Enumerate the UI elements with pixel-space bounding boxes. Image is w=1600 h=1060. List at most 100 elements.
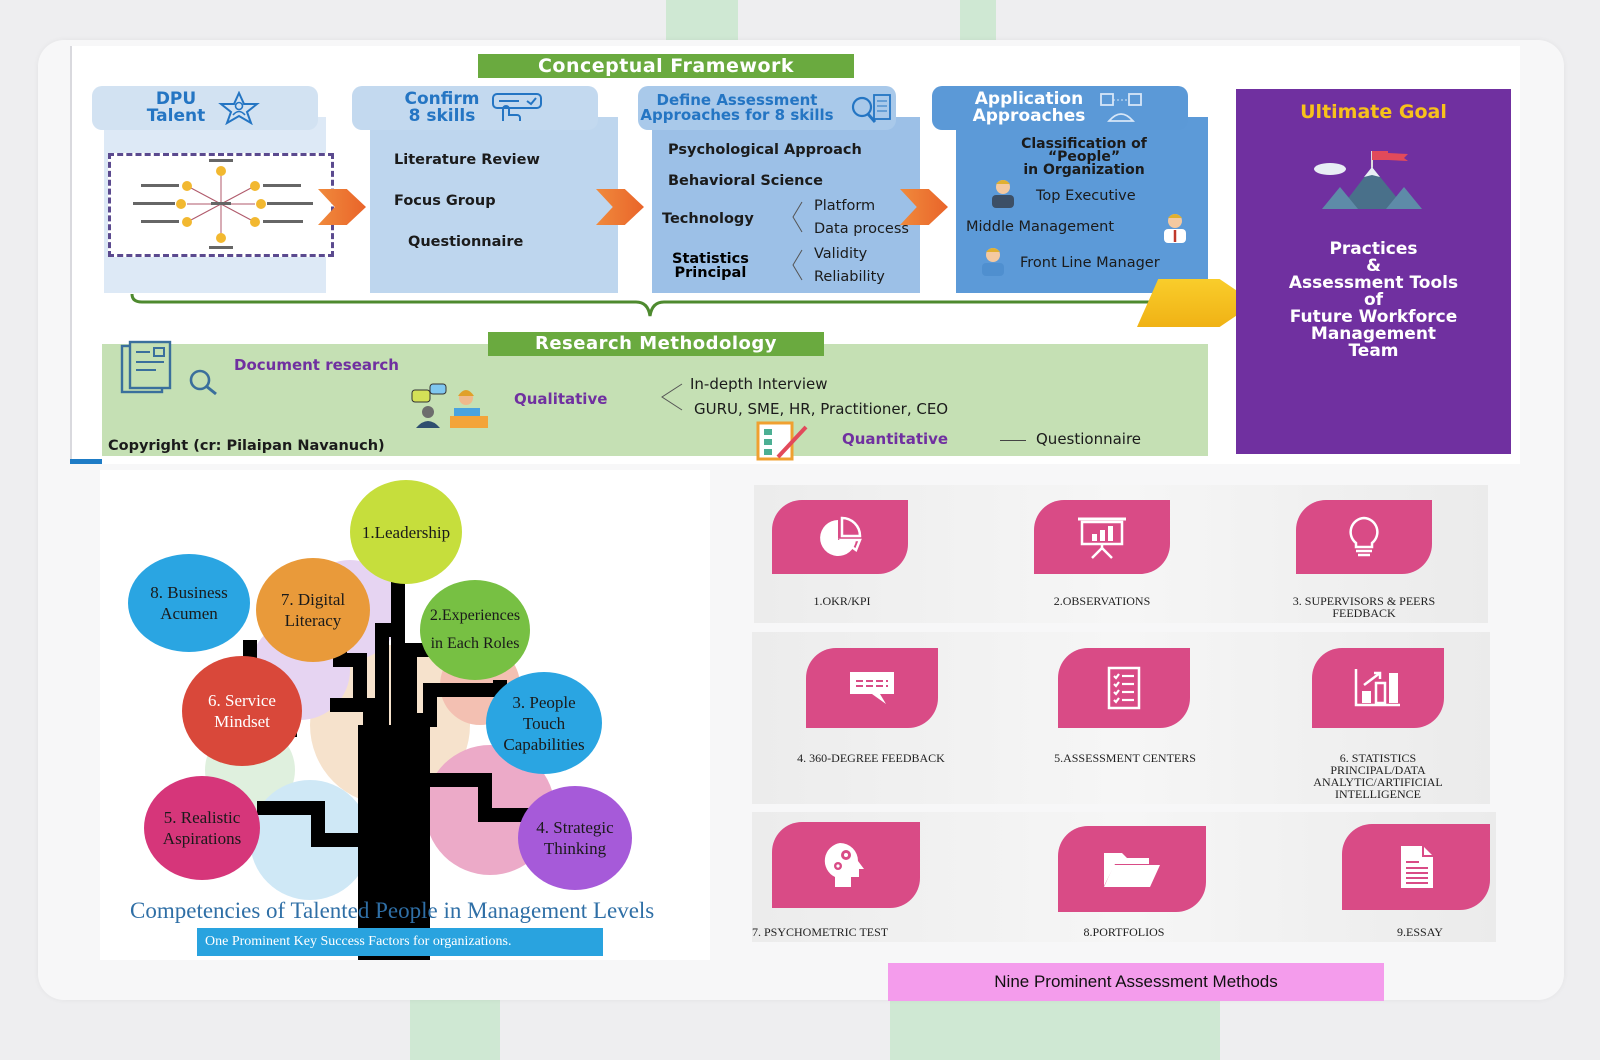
- competency-label: 8. Business: [150, 583, 228, 602]
- background-decoration: [410, 1000, 500, 1060]
- mountain-flag-icon: [1314, 151, 1422, 209]
- quantitative-label: Quantitative: [842, 430, 949, 448]
- competency-label: in Each Roles: [430, 635, 520, 652]
- competency-label: 5. Realistic: [163, 808, 241, 827]
- connector-line: [1000, 440, 1026, 441]
- research-methodology-panel: [102, 344, 1208, 456]
- define-assessment-column: [652, 117, 920, 293]
- header-line: Confirm: [404, 89, 480, 109]
- level-top-executive: Top Executive: [1036, 188, 1136, 204]
- quantitative-questionnaire: Questionnaire: [1036, 430, 1142, 448]
- classification-line: “People”: [1047, 149, 1121, 165]
- competency-label: 3. People: [512, 692, 576, 712]
- method-label: 2.OBSERVATIONS: [1053, 594, 1151, 608]
- method-assessment-centers: [1058, 648, 1190, 728]
- qualitative-interview: In-depth Interview: [690, 375, 828, 393]
- brace-connector: [130, 293, 1170, 317]
- method-label: 8.PORTFOLIOS: [1083, 925, 1165, 939]
- competency-label: 1.Leadership: [361, 522, 451, 542]
- statistics-reliability: Reliability: [814, 269, 885, 285]
- competency-label: Literacy: [284, 611, 342, 630]
- competency-label: 7. Digital: [280, 590, 346, 609]
- method-observations: [1034, 500, 1170, 574]
- method-psychometric-test: [772, 822, 920, 908]
- competency-label: 4. Strategic: [536, 818, 614, 837]
- method-label: 5.ASSESSMENT CENTERS: [1054, 751, 1196, 765]
- qualitative-label: Qualitative: [514, 390, 608, 408]
- competency-label: Aspirations: [162, 829, 242, 848]
- method-label: 4. 360-DEGREE FEEDBACK: [797, 751, 945, 765]
- method-label: 9.ESSAY: [1397, 925, 1443, 939]
- method-label-line: PRINCIPAL/DATA: [1330, 763, 1426, 777]
- background-decoration: [890, 1000, 1220, 1060]
- method-label: 6. STATISTICS PRINCIPAL/DATA ANALYTIC/AR…: [1266, 752, 1490, 800]
- method-portfolios: [1058, 826, 1206, 912]
- confirm-skills-column: [370, 117, 618, 293]
- header-line: Approaches: [972, 106, 1086, 126]
- technology-platform: Platform: [814, 198, 876, 214]
- competency-label: 2.Experiences: [429, 607, 521, 624]
- method-literature-review: Literature Review: [394, 152, 540, 168]
- head-gears-icon: [824, 843, 864, 887]
- method-label-line: 6. STATISTICS: [1339, 751, 1417, 765]
- competency-leadership: 1.Leadership: [350, 480, 462, 584]
- statistics-validity: Validity: [814, 246, 868, 262]
- goal-line: Future Workforce: [1289, 307, 1458, 327]
- goal-line: of: [1363, 290, 1384, 310]
- front-line-avatar-icon: [982, 248, 1004, 276]
- network-people-icon: [1100, 93, 1143, 122]
- goal-line: Assessment Tools: [1288, 273, 1459, 293]
- executive-avatar-icon: [992, 180, 1014, 208]
- method-label: 1.OKR/KPI: [813, 594, 871, 608]
- method-label-line: INTELLIGENCE: [1335, 787, 1421, 801]
- framework-title: Conceptual Framework: [478, 54, 854, 78]
- talent-diagram: [108, 153, 334, 257]
- header-line: Talent: [146, 106, 206, 126]
- method-label-line: 3. SUPERVISORS & PEERS: [1292, 594, 1436, 608]
- ultimate-goal-panel: Ultimate Goal Practices & Assessment Too…: [1236, 89, 1511, 454]
- classification-title: Classification of “People” in Organizati…: [966, 136, 1202, 177]
- talent-radial-diagram: [133, 159, 313, 249]
- search-document-icon: [851, 94, 891, 123]
- presentation-board-icon: [1078, 517, 1126, 559]
- method-label: 7. PSYCHOMETRIC TEST: [752, 925, 889, 939]
- method-supervisors-peers-feedback: [1296, 500, 1432, 574]
- goal-description: Practices & Assessment Tools of Future W…: [1236, 241, 1511, 360]
- competency-label: Thinking: [543, 839, 607, 858]
- header-line: Approaches for 8 skills: [640, 106, 834, 124]
- method-statistics-data-analytic-ai: [1312, 648, 1444, 728]
- statistics-line: Statistics: [672, 251, 749, 267]
- methods-banner: Nine Prominent Assessment Methods: [888, 963, 1384, 1001]
- method-label: 3. SUPERVISORS & PEERS FEEDBACK: [1252, 595, 1476, 619]
- statistics-line: Principal: [674, 265, 747, 281]
- method-label-line: FEEDBACK: [1332, 606, 1396, 620]
- document-research-label: Document research: [234, 356, 399, 374]
- document-icon: [1401, 846, 1433, 888]
- classification-line: Classification of: [1021, 136, 1147, 152]
- approach-psychological: Psychological Approach: [668, 142, 862, 158]
- touch-form-icon: [492, 93, 543, 121]
- method-label-line: ANALYTIC/ARTIFICIAL: [1313, 775, 1443, 789]
- competency-label: Capabilities: [503, 734, 585, 754]
- lightbulb-icon: [1349, 516, 1379, 557]
- level-middle-management: Middle Management: [966, 219, 1115, 235]
- bracket-icon: [661, 383, 683, 411]
- research-methodology-title: Research Methodology: [488, 332, 824, 356]
- corner-accent: [70, 459, 102, 464]
- pie-chart-icon: [820, 516, 862, 556]
- bracket-icon: [792, 249, 803, 281]
- level-front-line-manager: Front Line Manager: [1020, 255, 1160, 271]
- header-line: 8 skills: [408, 106, 476, 126]
- qualitative-participants: GURU, SME, HR, Practitioner, CEO: [694, 400, 949, 418]
- header-line: Application: [974, 89, 1084, 109]
- competency-label: Touch: [522, 713, 566, 733]
